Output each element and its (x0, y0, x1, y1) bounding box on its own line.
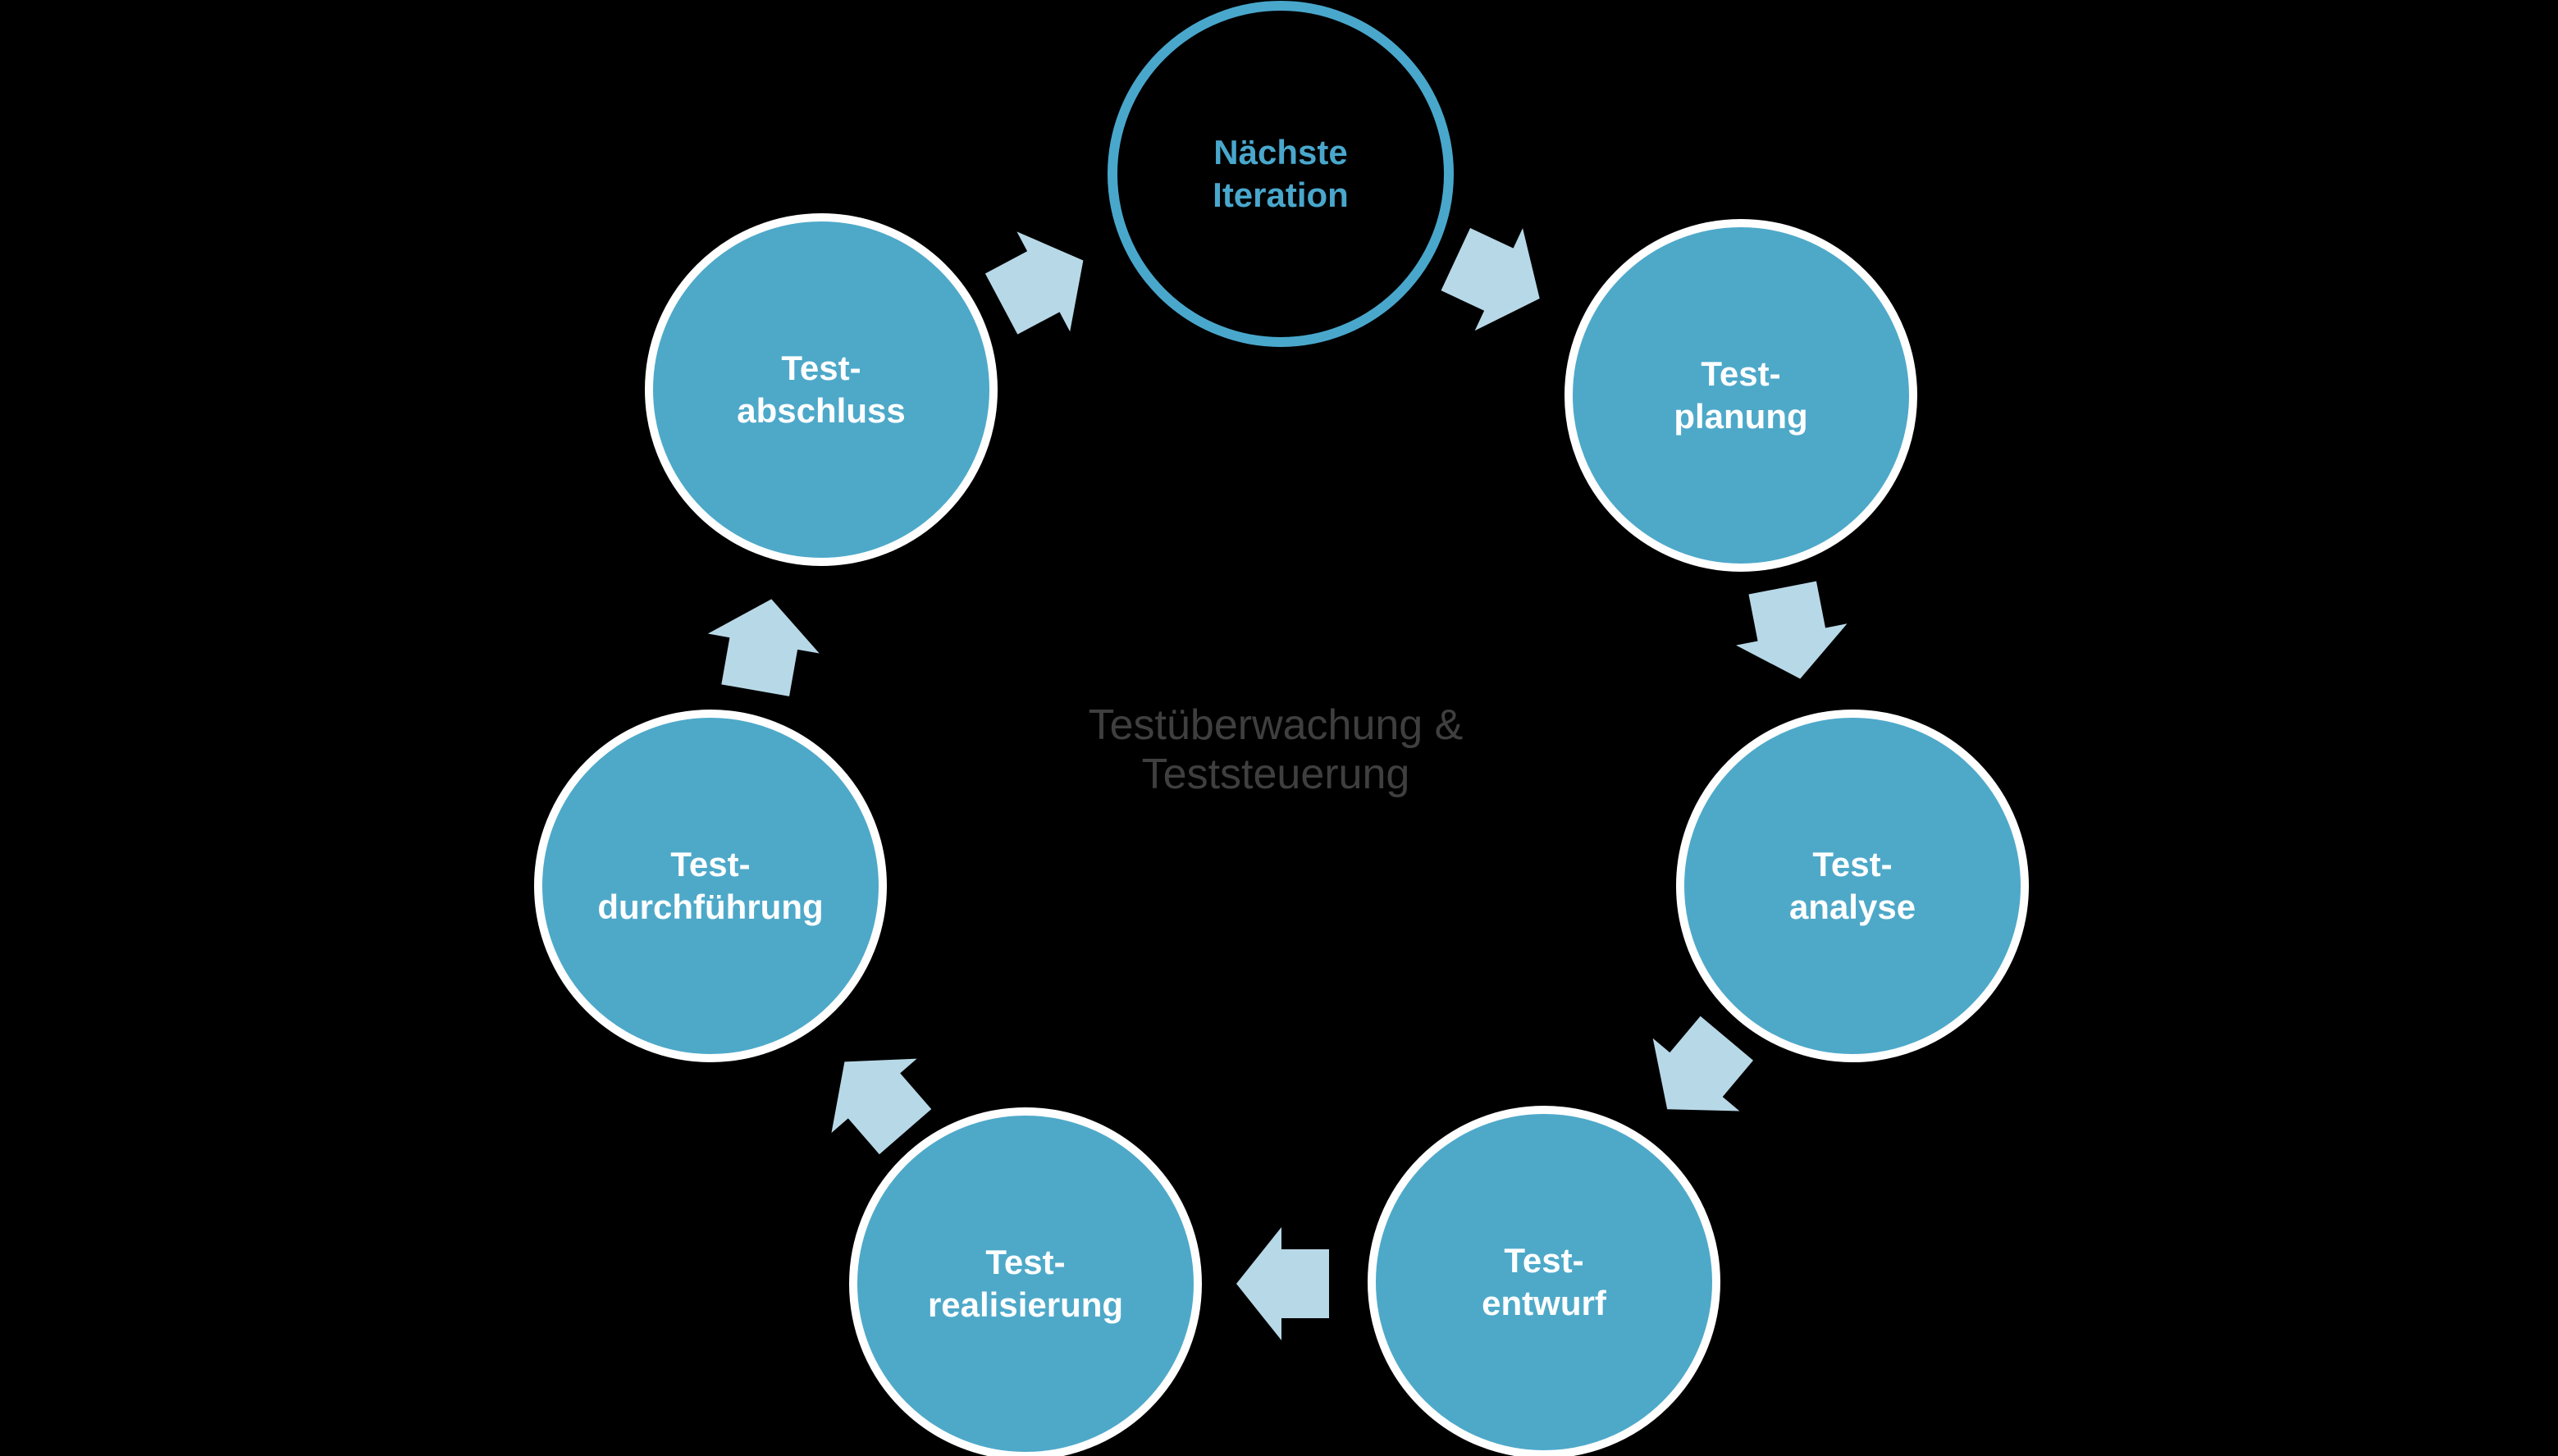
node-test-analyse-line1: Test- (1812, 845, 1893, 883)
center-label-line1: Testüberwachung & (1088, 701, 1464, 749)
node-test-realisierung-line2: realisierung (927, 1285, 1124, 1324)
arrow-planung-to-analyse-icon (1736, 581, 1848, 679)
node-test-durchfuehrung-line2: durchführung (597, 888, 824, 926)
arrow-naechste-iteration-to-planung-icon (1441, 228, 1540, 331)
arrow-analyse-to-entwurf-icon (1652, 1016, 1753, 1111)
node-test-planung: Test- planung (1564, 219, 1917, 572)
node-naechste-iteration: Nächste Iteration (1108, 1, 1454, 347)
node-test-planung-line2: planung (1674, 397, 1808, 436)
node-test-analyse: Test- analyse (1676, 710, 2029, 1062)
center-label-line2: Teststeuerung (1141, 751, 1410, 798)
node-test-durchfuehrung: Test- durchführung (534, 710, 887, 1062)
node-test-entwurf: Test- entwurf (1368, 1106, 1720, 1456)
node-test-durchfuehrung-line1: Test- (670, 845, 751, 883)
arrow-realisierung-to-durchfuehrung-icon (831, 1058, 932, 1155)
node-test-abschluss: Test- abschluss (645, 213, 998, 566)
node-naechste-iteration-line2: Iteration (1213, 176, 1349, 214)
arrow-abschluss-to-naechste-iteration-icon (984, 231, 1084, 335)
node-test-planung-line1: Test- (1701, 354, 1781, 393)
arrow-durchfuehrung-to-abschluss-icon (707, 599, 820, 696)
node-test-entwurf-line2: entwurf (1482, 1284, 1606, 1322)
center-label: Testüberwachung & Teststeuerung (1089, 701, 1464, 799)
node-test-abschluss-line2: abschluss (737, 391, 906, 430)
arrow-entwurf-to-realisierung-icon (1236, 1227, 1329, 1340)
node-test-entwurf-line1: Test- (1504, 1241, 1584, 1280)
node-test-realisierung: Test- realisierung (849, 1107, 1202, 1456)
node-test-realisierung-line1: Test- (985, 1243, 1066, 1281)
node-test-abschluss-line1: Test- (781, 349, 861, 387)
node-test-analyse-line2: analyse (1788, 888, 1916, 926)
node-naechste-iteration-line1: Nächste (1213, 133, 1348, 171)
